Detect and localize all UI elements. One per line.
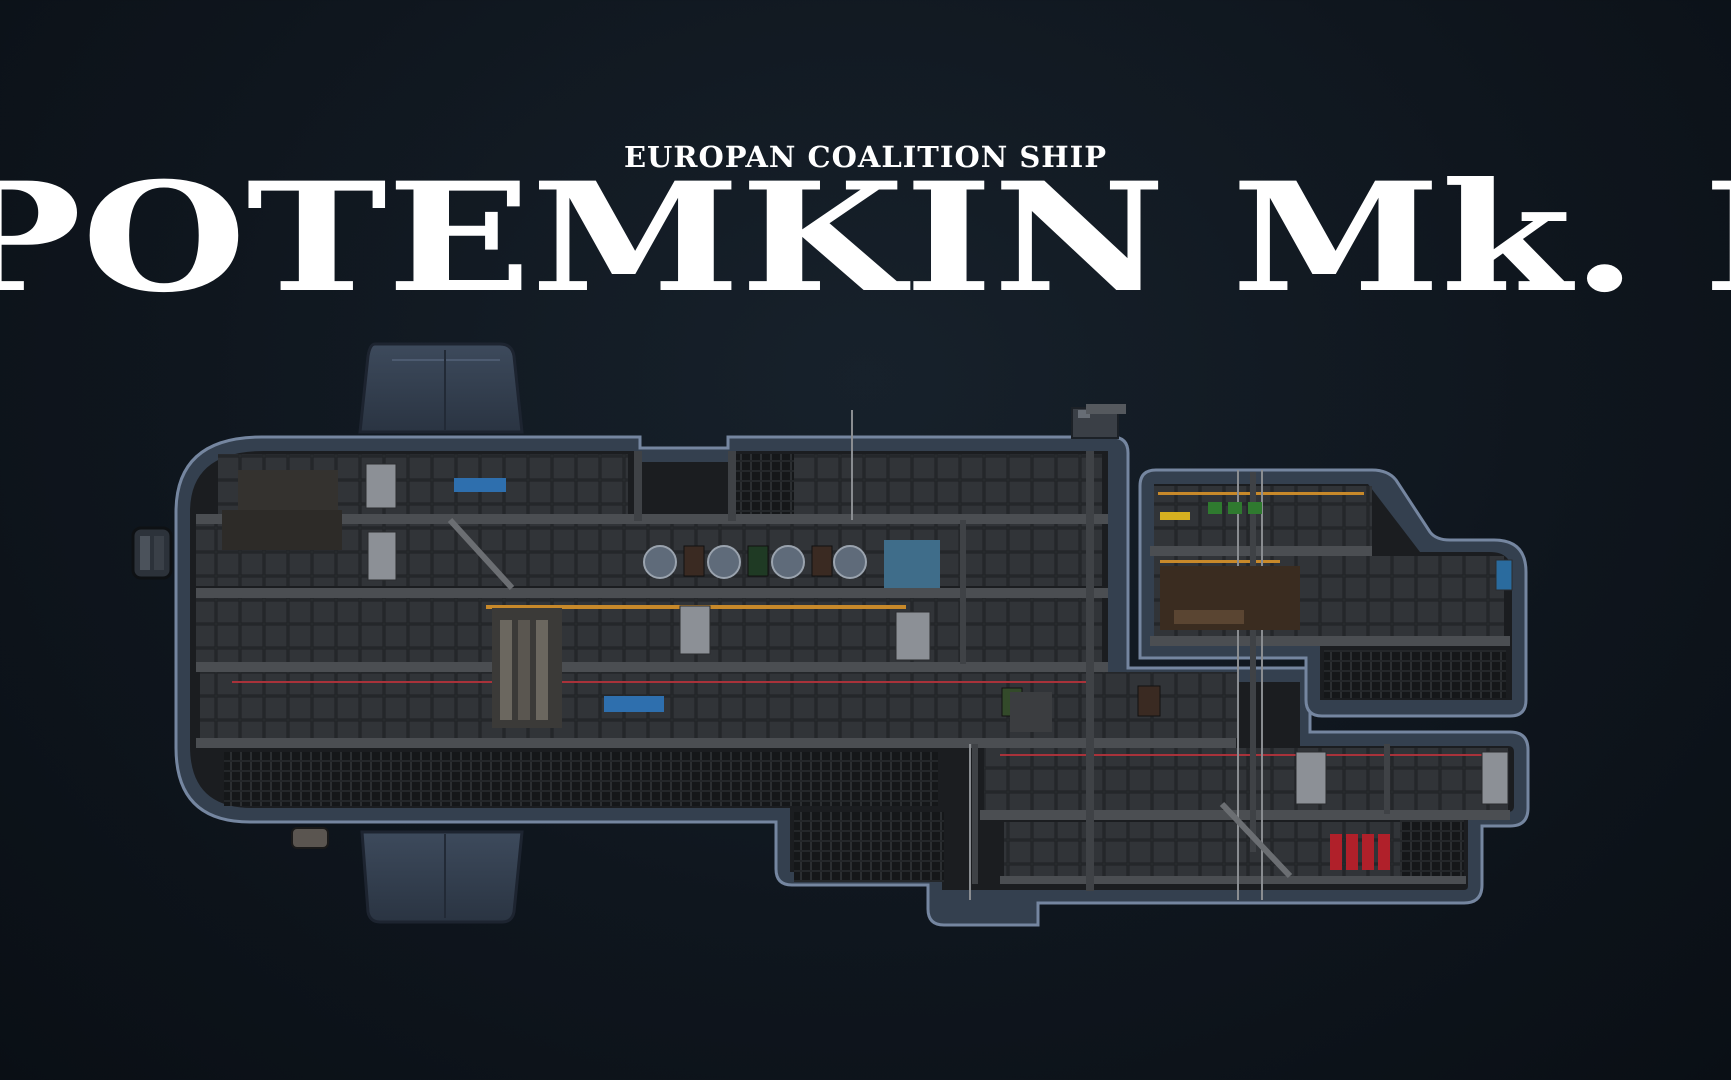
turret (1086, 404, 1126, 414)
room (738, 454, 1102, 514)
locker (367, 531, 397, 581)
red-lockers (1330, 834, 1390, 870)
hazard-stripe (1160, 512, 1190, 520)
machinery (1010, 692, 1052, 732)
screens (454, 478, 940, 712)
bulkheads (634, 451, 1390, 891)
ship-name-title: POTEMKIN Mk. I (0, 150, 1731, 326)
turret (291, 827, 329, 849)
reactor (492, 608, 562, 728)
locker (1295, 751, 1327, 805)
locker (679, 605, 711, 655)
lounge-table (1174, 610, 1244, 624)
supply-crates (1208, 502, 1262, 514)
deck-5 (984, 748, 1508, 810)
upper-fin (358, 342, 524, 434)
porthole (771, 545, 805, 579)
porthole (833, 545, 867, 579)
lower-fin (360, 830, 524, 924)
room (1004, 822, 1464, 878)
room (984, 748, 1508, 810)
stairs (447, 517, 515, 591)
porthole (643, 545, 677, 579)
locker (365, 463, 397, 509)
locker (1481, 751, 1509, 805)
machinery (238, 470, 338, 510)
porthole (707, 545, 741, 579)
torpedo-rack (222, 510, 342, 550)
lockers (365, 463, 1513, 805)
ballast-tank (224, 454, 1506, 882)
locker (895, 611, 931, 661)
ship-faction-subtitle: EUROPAN COALITION SHIP (623, 140, 1108, 174)
ladder (851, 410, 1263, 900)
portholes (643, 545, 867, 579)
stairs (1219, 801, 1293, 879)
docking-hatch (131, 526, 173, 580)
deck-6 (1004, 822, 1464, 878)
locker (1495, 559, 1513, 591)
